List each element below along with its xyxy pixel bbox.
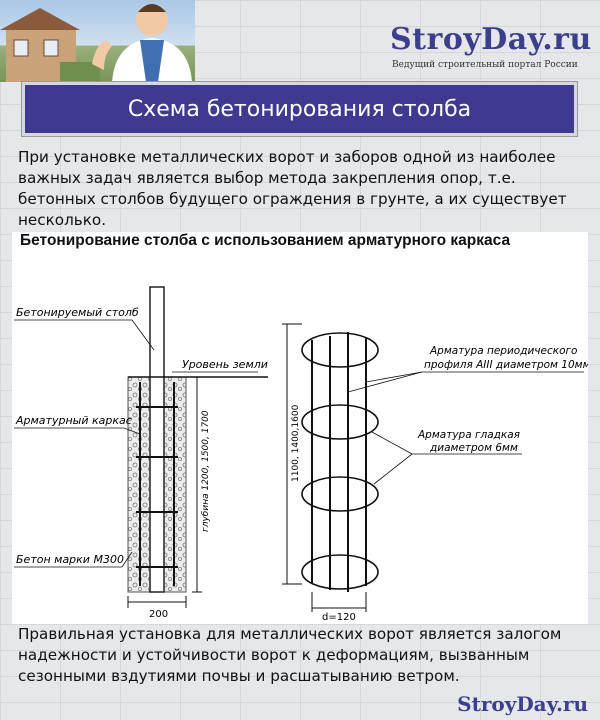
label-rebar-smooth-1: Арматура гладкая	[417, 429, 520, 441]
label-height: 1100, 1400,1600	[291, 404, 301, 482]
diagram-title: Бетонирование столба с использованием ар…	[20, 232, 511, 249]
title-banner: Схема бетонирования столба	[22, 82, 577, 136]
diagram-panel: Бетонируемый столб Уровень земли Арматур…	[12, 232, 591, 624]
site-logo[interactable]: StroyDay.ru	[390, 22, 592, 57]
label-concrete: Бетон марки М300	[16, 553, 124, 566]
label-rebar-periodic-1: Арматура периодического	[429, 345, 577, 357]
page-title: Схема бетонирования столба	[127, 96, 472, 122]
footer-logo[interactable]: StroyDay.ru	[457, 692, 588, 716]
label-frame: Арматурный каркас	[15, 414, 132, 427]
label-rebar-periodic-2: профиля AIII диаметром 10мм	[424, 359, 588, 371]
site-tagline: Ведущий строительный портал России	[392, 60, 578, 70]
label-width: 200	[149, 609, 168, 620]
pillar	[149, 286, 165, 593]
label-ground: Уровень земли	[182, 358, 268, 371]
label-diameter: d=120	[322, 612, 356, 623]
header-house-photo	[0, 0, 195, 82]
intro-paragraph: При установке металлических ворот и забо…	[18, 148, 567, 229]
label-depth: глубина 1200, 1500, 1700	[201, 410, 211, 532]
label-rebar-smooth-2: диаметром 6мм	[429, 442, 518, 454]
label-pillar: Бетонируемый столб	[16, 306, 139, 319]
outro-paragraph: Правильная установка для металлических в…	[18, 625, 562, 685]
